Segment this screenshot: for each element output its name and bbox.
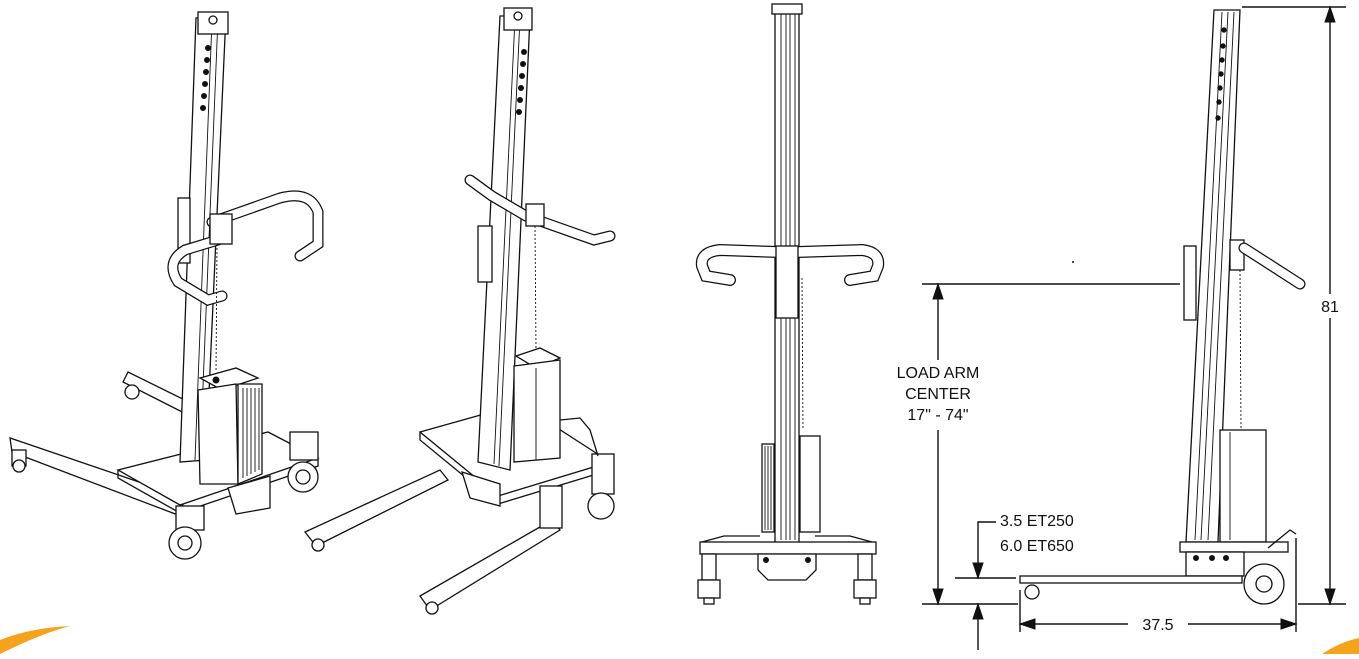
battery-fins: [237, 383, 263, 485]
front-leg-wheel: [12, 459, 26, 473]
clearance-label-line2: 6.0 ET650: [1000, 538, 1074, 555]
mast-top-cap: [503, 7, 533, 31]
caster-housing: [175, 505, 205, 531]
load-arm-label-line1: LOAD ARM: [897, 365, 980, 382]
carriage: [525, 203, 545, 227]
actuator-chain: [534, 225, 537, 351]
caster-wheel: [287, 461, 319, 493]
battery-box: [197, 383, 239, 485]
right-caster: [853, 579, 877, 599]
actuator-chain: [1239, 269, 1242, 429]
load-arm-range: 17" - 74": [907, 407, 968, 424]
load-arm-dimension: [884, 282, 1180, 606]
left-caster: [697, 579, 721, 599]
battery-box: [513, 359, 561, 463]
clearance-label-line1: 3.5 ET250: [1000, 513, 1074, 530]
base-bracket: [227, 475, 271, 515]
mast-top-cap: [197, 11, 229, 35]
mast-holes: [200, 45, 211, 111]
side-view: [884, 5, 1346, 650]
mast-top-cap: [771, 3, 803, 15]
load-plate: [1183, 245, 1197, 321]
caster-lever: [1267, 529, 1297, 549]
actuator-chain: [215, 243, 218, 373]
length-dimension: [1018, 538, 1298, 634]
leg-wheel: [425, 601, 439, 615]
mast-holes: [516, 49, 527, 115]
accent-swoosh-right: [1322, 638, 1359, 654]
height-label: 81: [1321, 299, 1339, 316]
actuator-chain: [801, 277, 804, 431]
actuator-housing: [799, 435, 821, 533]
carriage: [209, 213, 233, 245]
base-frame: [701, 535, 873, 543]
right-leg: [857, 553, 873, 581]
base-bracket: [757, 553, 817, 581]
clearance-dimension: [955, 521, 1016, 650]
front-wheel: [1024, 584, 1040, 600]
mast-holes: [1215, 27, 1227, 121]
battery: [1219, 429, 1267, 543]
battery-cable: [559, 417, 599, 457]
leg-wheel: [311, 538, 325, 552]
load-bracket: [477, 225, 493, 283]
caster-housing: [591, 453, 615, 495]
rear-leg: [419, 519, 561, 611]
base-bracket: [461, 471, 501, 507]
leg: [1019, 575, 1243, 584]
front-view: [695, 3, 885, 605]
rear-caster-wheel: [1243, 563, 1285, 605]
caster-housing: [289, 431, 319, 461]
caster-wheel: [168, 526, 202, 560]
base-plate: [699, 541, 877, 555]
caster-wheel: [587, 492, 615, 520]
load-arm-label-line2: CENTER: [905, 386, 971, 403]
battery-top: [198, 367, 260, 391]
isometric-view-left: [9, 11, 324, 560]
carriage: [775, 245, 799, 319]
caster-housing: [539, 485, 563, 529]
isometric-view-right: [303, 7, 616, 615]
base-plate: [1179, 541, 1289, 553]
accent-swoosh-left: [0, 626, 70, 654]
length-label: 37.5: [1142, 617, 1173, 634]
front-leg: [303, 469, 450, 547]
left-leg: [701, 553, 717, 581]
rear-caster: [124, 384, 140, 400]
height-dimension: [1242, 5, 1346, 606]
